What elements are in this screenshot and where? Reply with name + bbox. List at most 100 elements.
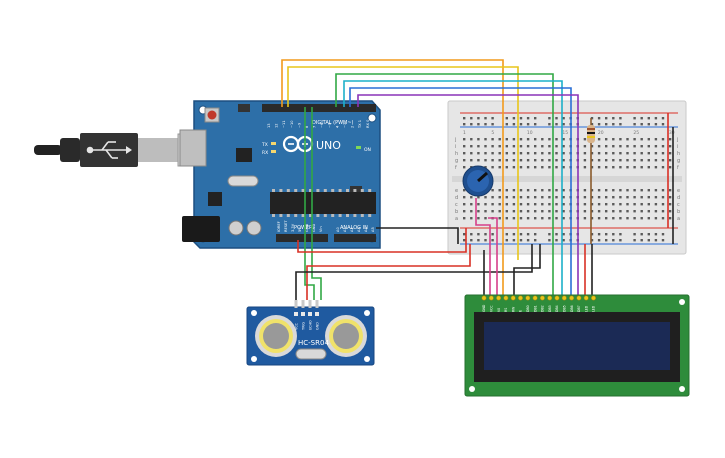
sensor-pin-label: TRIG <box>302 322 306 331</box>
pin-label: A5 <box>371 227 375 232</box>
lcd-pin-label: DB3 <box>548 305 552 312</box>
pin-label: IOREF <box>277 221 281 232</box>
row-letter: j <box>676 137 678 143</box>
column-number: 25 <box>633 130 639 136</box>
wire-green-echo <box>311 107 322 300</box>
pin-label: TX 1 <box>358 120 362 129</box>
row-letter: f <box>677 165 679 171</box>
tx-led-label: TX <box>261 142 268 148</box>
transducer-right <box>325 315 367 357</box>
arduino-uno-board[interactable]: UNO DIGITAL (PWM~) POWER ANALOG IN ON TX… <box>179 100 381 249</box>
column-number: 5 <box>491 130 494 136</box>
rx-led-label: RX <box>262 150 268 156</box>
lcd-pin-label: LED <box>592 305 596 312</box>
board-model: UNO <box>316 139 341 152</box>
signal-wires <box>281 59 579 300</box>
pin-label: 2 <box>351 126 355 128</box>
pin-label: A4 <box>364 227 368 232</box>
analog-header <box>334 234 376 242</box>
row-letter: i <box>455 144 456 150</box>
lcd-pin-label: GND <box>482 304 486 312</box>
row-letter: c <box>455 202 458 208</box>
wire-red-sensor <box>306 244 471 300</box>
row-letter: i <box>677 144 678 150</box>
lcd-pin-label: DB2 <box>541 305 545 312</box>
lcd-pin-label: V0 <box>497 308 501 312</box>
pin-label: ~10 <box>290 120 294 128</box>
column-number: 1 <box>463 130 466 136</box>
pin-label: A3 <box>357 227 361 232</box>
sensor-pin-label: GND <box>316 322 320 330</box>
usb-port <box>179 129 207 167</box>
wire-black-lcd2 <box>513 244 541 300</box>
sensor-model: HC-SR04 <box>298 339 329 347</box>
pin-label: ~11 <box>282 120 286 128</box>
power-header <box>276 234 328 242</box>
column-number: 10 <box>527 130 533 136</box>
lcd-pin-label: RW <box>511 306 515 312</box>
wire-blue <box>349 87 572 300</box>
pin-label: 5V <box>298 227 302 232</box>
row-letter: f <box>455 165 457 171</box>
wire-purple <box>357 94 579 300</box>
digital-header <box>262 104 376 112</box>
pin-label: RESET <box>284 220 288 232</box>
pin-label: 8 <box>305 125 309 128</box>
lcd-pin-label: RS <box>504 308 508 312</box>
usb-cable <box>34 133 199 167</box>
lcd-pin-label: VCC <box>490 305 494 312</box>
lcd-pin-label: DB5 <box>563 305 567 312</box>
wire-pink2 <box>488 217 498 300</box>
usb-icon <box>86 141 132 159</box>
lcd-pin-label: LED <box>584 305 588 312</box>
lcd-pin-label: DB7 <box>577 305 581 312</box>
row-letter: g <box>455 158 458 164</box>
pin-label: 4 <box>335 125 339 128</box>
row-letter: h <box>677 151 680 157</box>
wire-green <box>335 73 554 300</box>
row-letter: g <box>677 158 680 164</box>
wire-cyan <box>343 80 563 300</box>
wire-green-trig <box>304 107 315 300</box>
wire-yellow <box>287 66 519 260</box>
pin-label: 13 <box>267 123 271 128</box>
pin-label: 3.3V <box>291 223 295 232</box>
row-letter: j <box>454 137 456 143</box>
pin-label: RX 0 <box>366 119 370 128</box>
resistor <box>587 118 595 150</box>
pin-label: 12 <box>275 123 279 128</box>
row-letter: b <box>455 209 458 215</box>
column-number: 20 <box>598 130 604 136</box>
row-letter: e <box>677 188 680 194</box>
column-number: 30 <box>669 130 675 136</box>
reset-button[interactable] <box>204 107 220 123</box>
power-header-label: POWER <box>294 225 313 231</box>
wire-pink <box>475 198 491 300</box>
column-number: 15 <box>562 130 568 136</box>
atmega-chip <box>270 192 376 214</box>
row-letter: d <box>677 195 680 201</box>
potentiometer[interactable] <box>462 165 494 197</box>
wire-red-5v <box>297 228 467 253</box>
row-letter: e <box>455 188 458 194</box>
power-wires <box>295 113 674 300</box>
wire-orange <box>281 59 504 300</box>
sensor-pin-label: ECHO <box>309 320 313 330</box>
pin-label: A1 <box>343 227 347 232</box>
row-letter: b <box>677 209 680 215</box>
lcd-screen <box>484 322 670 370</box>
digital-header-label: DIGITAL (PWM~) <box>312 120 354 126</box>
pin-label: ~9 <box>297 122 301 128</box>
pin-label: Vin <box>319 226 323 232</box>
pin-label: A2 <box>350 227 354 232</box>
lcd-pin-label: DB6 <box>570 305 574 312</box>
lcd-pin-label: DB4 <box>555 305 559 312</box>
